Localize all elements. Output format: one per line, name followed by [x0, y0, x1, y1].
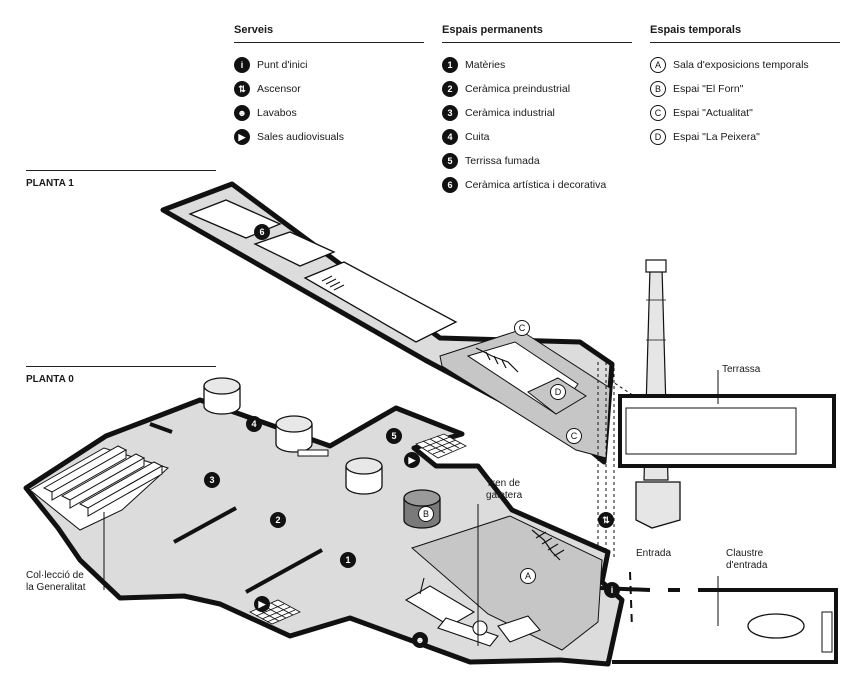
info-icon: i — [604, 582, 620, 598]
terrassa-label: Terrassa — [722, 364, 761, 375]
claustre-label-line-2: d'entrada — [726, 560, 768, 571]
planta-1-floor — [160, 181, 615, 465]
marker-3: 3 — [204, 472, 220, 488]
kiln-2 — [275, 415, 329, 457]
legend-item-punt-inici: i Punt d'inici — [234, 53, 424, 77]
legend-temporals: Espais temporals A Sala d'exposicions te… — [650, 24, 840, 149]
entrada-label: Entrada — [636, 548, 672, 559]
legend-item-label: Matèries — [465, 59, 506, 71]
legend-item-cuita: 4 Cuita — [442, 125, 632, 149]
audiovisual-grid-upper — [415, 433, 467, 459]
kiln-1 — [203, 377, 241, 415]
legend-item-label: Ceràmica preindustrial — [465, 83, 571, 95]
legend-item-terrissa: 5 Terrissa fumada — [442, 149, 632, 173]
train-galetera — [404, 577, 541, 647]
play-icon: ▶ — [404, 452, 420, 468]
legend-item-label: Sales audiovisuals — [257, 131, 344, 143]
restroom-icon: ☻ — [412, 632, 428, 648]
planta-0-label: PLANTA 0 — [26, 374, 74, 385]
legend-item-lavabos: ☻ Lavabos — [234, 101, 424, 125]
colleccio-label-line-1: Col·lecció de — [26, 570, 84, 581]
planta-0-rule — [26, 366, 216, 367]
legend-item-espai-c: C Espai "Actualitat" — [650, 101, 840, 125]
planta-1-label: PLANTA 1 — [26, 178, 74, 189]
legend-item-label: Cuita — [465, 131, 490, 143]
legend-item-label: Terrissa fumada — [465, 155, 540, 167]
legend-item-label: Espai "El Forn" — [673, 83, 744, 95]
legend-item-label: Sala d'exposicions temporals — [673, 59, 809, 71]
legend-item-espai-b: B Espai "El Forn" — [650, 77, 840, 101]
temporal-a-room — [411, 515, 603, 651]
planta-1-room-b — [253, 231, 336, 267]
collection-benches — [42, 445, 164, 517]
number-badge: 2 — [442, 81, 458, 97]
legend-item-ascensor: ⇅ Ascensor — [234, 77, 424, 101]
legend-item-preindustrial: 2 Ceràmica preindustrial — [442, 77, 632, 101]
number-badge: 6 — [442, 177, 458, 193]
legend-item-label: Punt d'inici — [257, 59, 308, 71]
legend-item-artistica: 6 Ceràmica artística i decorativa — [442, 173, 632, 197]
planta-0-stairs — [531, 529, 565, 561]
claustre-label-line-1: Claustre — [726, 548, 764, 559]
marker-b: B — [418, 506, 434, 522]
planta-1-room-long — [303, 261, 458, 343]
legend-item-espai-d: D Espai "La Peixera" — [650, 125, 840, 149]
planta-1-stairs — [321, 275, 345, 291]
elevator-icon: ⇅ — [598, 512, 614, 528]
claustre-area — [599, 571, 838, 664]
legend-serveis-title: Serveis — [234, 24, 424, 43]
marker-2: 2 — [270, 512, 286, 528]
tren-label-line-2: galetera — [486, 490, 523, 501]
legend-item-label: Lavabos — [257, 107, 297, 119]
planta-0-floor — [23, 377, 625, 667]
number-badge: 1 — [442, 57, 458, 73]
kiln-3 — [345, 457, 383, 495]
planta-0-walls — [149, 422, 323, 594]
legend-permanents: Espais permanents 1 Matèries 2 Ceràmica … — [442, 24, 632, 197]
planta-1-rule — [26, 170, 216, 171]
marker-6: 6 — [254, 224, 270, 240]
restroom-icon: ☻ — [234, 105, 250, 121]
legend-item-audiovisuals: ▶ Sales audiovisuals — [234, 125, 424, 149]
tren-label-line-1: Tren de — [486, 478, 521, 489]
legend-item-label: Ceràmica artística i decorativa — [465, 179, 607, 191]
legend-serveis: Serveis i Punt d'inici ⇅ Ascensor ☻ Lava… — [234, 24, 424, 149]
legend-item-label: Espai "La Peixera" — [673, 131, 760, 143]
legend-item-label: Espai "Actualitat" — [673, 107, 753, 119]
legend-item-sala-a: A Sala d'exposicions temporals — [650, 53, 840, 77]
marker-1: 1 — [340, 552, 356, 568]
colleccio-label-line-2: la Generalitat — [26, 582, 86, 593]
legend-item-industrial: 3 Ceràmica industrial — [442, 101, 632, 125]
letter-badge: C — [650, 105, 666, 121]
terrassa-inner — [625, 407, 797, 455]
info-icon: i — [234, 57, 250, 73]
play-icon: ▶ — [254, 596, 270, 612]
legend-permanents-title: Espais permanents — [442, 24, 632, 43]
number-badge: 5 — [442, 153, 458, 169]
elevator-icon: ⇅ — [234, 81, 250, 97]
marker-d: D — [550, 384, 566, 400]
play-icon: ▶ — [234, 129, 250, 145]
marker-c-lower: C — [566, 428, 582, 444]
legend-temporals-title: Espais temporals — [650, 24, 840, 43]
letter-badge: D — [650, 129, 666, 145]
marker-5: 5 — [386, 428, 402, 444]
legend-item-label: Ascensor — [257, 83, 301, 95]
letter-badge: B — [650, 81, 666, 97]
planta-1-stairs-2 — [475, 347, 519, 373]
marker-a: A — [520, 568, 536, 584]
legend-item-label: Ceràmica industrial — [465, 107, 555, 119]
number-badge: 4 — [442, 129, 458, 145]
letter-badge: A — [650, 57, 666, 73]
number-badge: 3 — [442, 105, 458, 121]
marker-4: 4 — [246, 416, 262, 432]
legend-item-materies: 1 Matèries — [442, 53, 632, 77]
marker-c-upper: C — [514, 320, 530, 336]
